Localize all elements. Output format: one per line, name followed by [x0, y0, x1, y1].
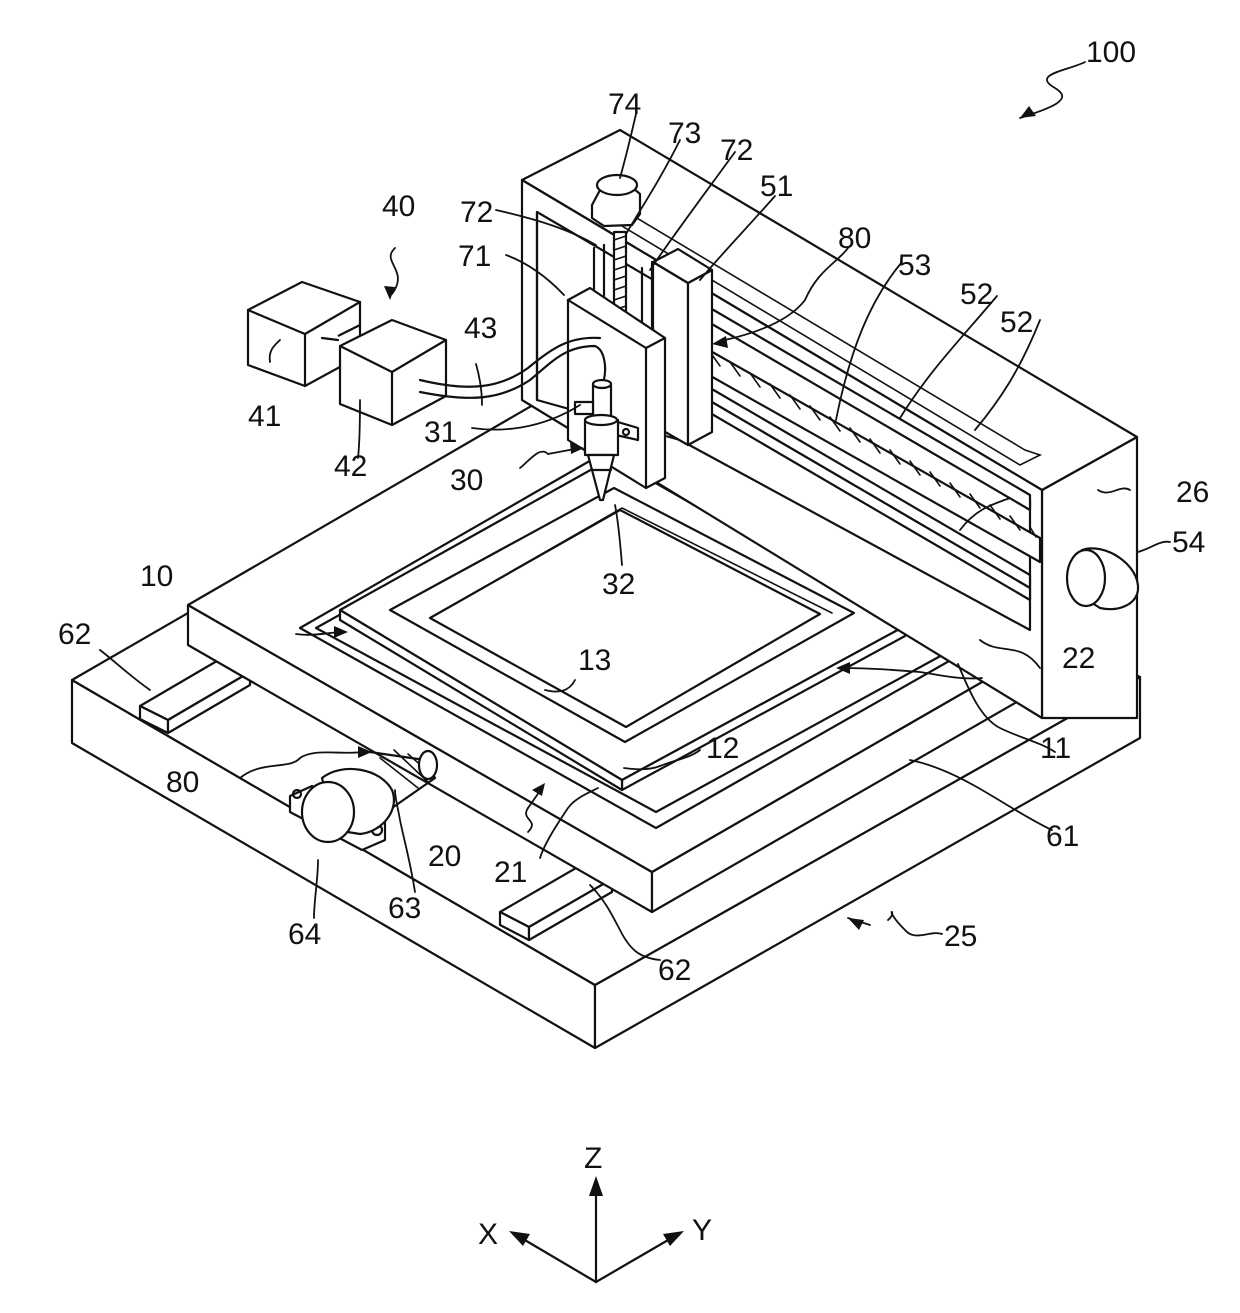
z-axis-arrow [589, 1176, 603, 1196]
label-21: 21 [494, 856, 527, 889]
label-12: 12 [706, 732, 739, 765]
x-axis-line [518, 1236, 596, 1282]
label-72-top: 72 [720, 134, 753, 167]
label-30: 30 [450, 464, 483, 497]
label-40: 40 [382, 190, 415, 223]
z-motor [592, 175, 640, 226]
label-26: 26 [1176, 476, 1209, 509]
label-31: 31 [424, 416, 457, 449]
label-41: 41 [248, 400, 281, 433]
label-54: 54 [1172, 526, 1205, 559]
label-62-left: 62 [58, 618, 91, 651]
label-72-left: 72 [460, 196, 493, 229]
label-13: 13 [578, 644, 611, 677]
label-100: 100 [1086, 36, 1136, 69]
label-53: 53 [898, 249, 931, 282]
label-52-a: 52 [960, 278, 993, 311]
y-axis-label: Y [692, 1214, 712, 1247]
label-32: 32 [602, 568, 635, 601]
label-64: 64 [288, 918, 321, 951]
label-73: 73 [668, 117, 701, 150]
label-20: 20 [428, 840, 461, 873]
label-80-bottom: 80 [166, 766, 199, 799]
label-52-b: 52 [1000, 306, 1033, 339]
label-22: 22 [1062, 642, 1095, 675]
label-25: 25 [944, 920, 977, 953]
label-43: 43 [464, 312, 497, 345]
y-axis-arrow [663, 1231, 684, 1246]
label-10: 10 [140, 560, 173, 593]
axes-indicator: Z X Y [478, 1142, 712, 1282]
x-axis-label: X [478, 1218, 498, 1251]
label-62-right: 62 [658, 954, 691, 987]
label-61: 61 [1046, 820, 1079, 853]
label-71: 71 [458, 240, 491, 273]
x-axis-arrow [509, 1231, 530, 1246]
label-11: 11 [1040, 732, 1071, 765]
label-51: 51 [760, 170, 793, 203]
label-74: 74 [608, 88, 641, 121]
z-axis-label: Z [584, 1142, 602, 1175]
label-42: 42 [334, 450, 367, 483]
y-axis-line [596, 1236, 675, 1282]
label-80-top: 80 [838, 222, 871, 255]
label-63: 63 [388, 892, 421, 925]
